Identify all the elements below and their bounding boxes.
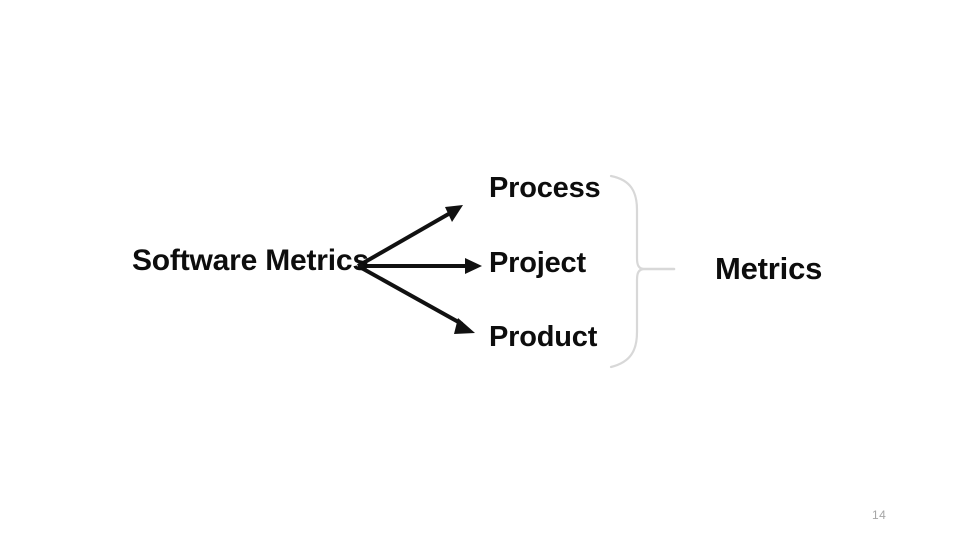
group-label-metrics: Metrics [715,251,823,286]
branch-label-product: Product [489,321,598,353]
branch-label-project: Project [489,247,586,279]
branch-label-process: Process [489,172,601,204]
page-number: 14 [872,508,887,522]
arrow-to-process [357,205,463,268]
grouping-brace [609,174,644,369]
source-label-software-metrics: Software Metrics [132,244,369,277]
arrow-to-project [358,258,482,274]
arrow-group [357,205,482,334]
arrow-to-product [357,264,475,334]
